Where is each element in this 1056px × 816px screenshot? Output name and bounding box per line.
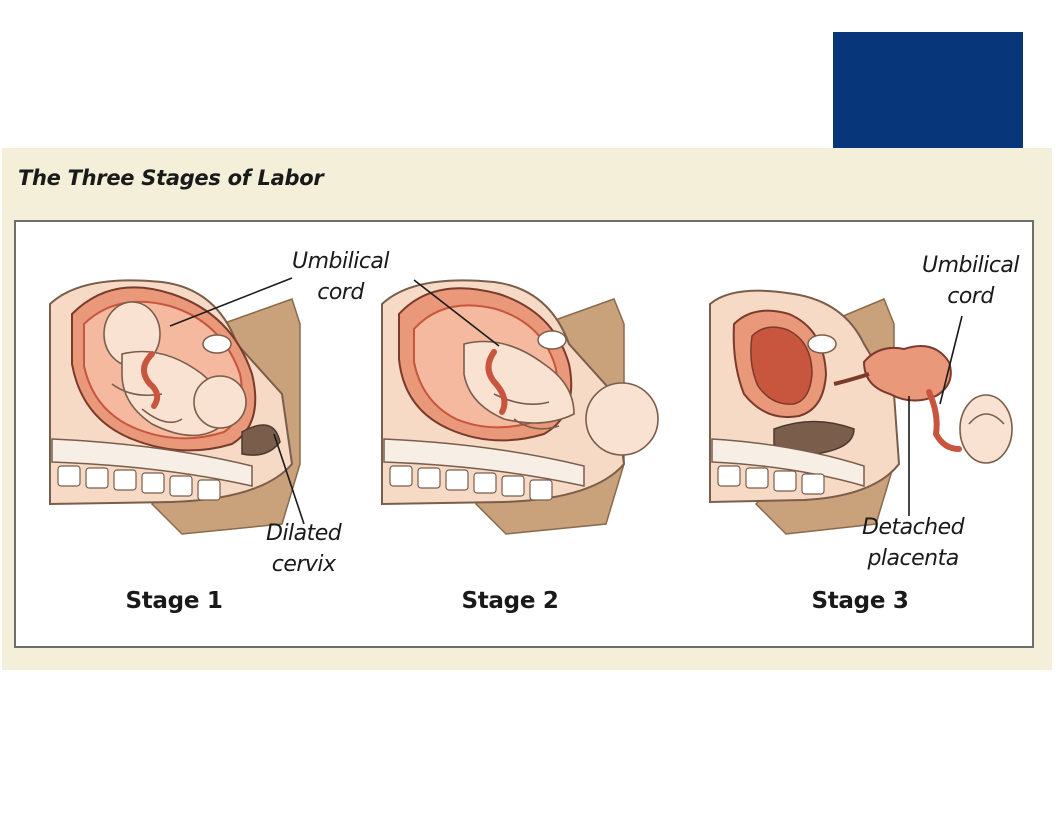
bladder [807,334,837,354]
stage-3-label: Stage 3 [811,588,909,614]
callout-line: Dilated [266,521,342,546]
callout-line: Umbilical [922,253,1020,278]
stage-3-umbilical-cord-label: Umbilical cord [922,250,1020,312]
blue-header-block [833,32,1023,148]
leader-umbilical [169,277,293,327]
figure-panel: The Three Stages of Labor [2,148,1052,670]
callout-line: cord [317,280,364,305]
callout-line: placenta [867,546,959,571]
detached-placenta [862,345,952,402]
bladder [537,330,567,350]
newborn [959,394,1013,464]
stage-1-umbilical-cord-label: Umbilical cord [292,246,390,308]
stage-2-illustration [381,279,659,535]
figure-title: The Three Stages of Labor [18,166,324,190]
vertebrae [389,465,553,501]
placenta-cord-stub [833,372,870,386]
umbilical-cord [141,351,161,409]
leader-cervix [273,433,305,525]
stage-1-label: Stage 1 [125,588,223,614]
callout-line: cord [947,284,994,309]
callout-line: cervix [271,552,336,577]
bladder [202,334,232,354]
stage-1-illustration [49,277,305,535]
vertebrae [57,465,221,501]
stage-3-detached-placenta-label: Detached placenta [862,512,965,574]
leader-umbilical [939,315,963,405]
spine [383,438,585,487]
umbilical-cord [926,389,962,452]
stage-2-label: Stage 2 [461,588,559,614]
spine [711,438,865,487]
vertebrae [717,465,825,495]
stage-3-illustration [709,289,1013,535]
umbilical-cord [485,349,508,415]
leader-umbilical [413,279,500,347]
dilated-cervix [241,424,281,456]
callout-line: Detached [862,515,965,540]
spine [51,438,253,487]
stage-1-dilated-cervix-label: Dilated cervix [266,518,342,580]
figure-frame: Umbilical cord Dilated cervix Umbilical … [14,220,1034,648]
callout-line: Umbilical [292,249,390,274]
uterus-lining [750,326,813,405]
